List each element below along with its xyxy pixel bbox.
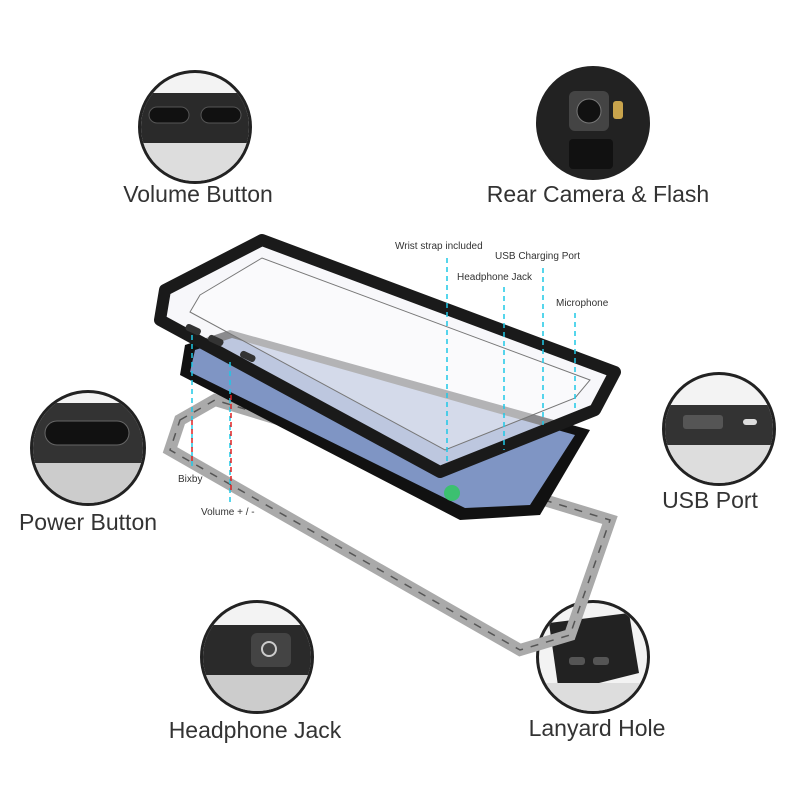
feature-label: Headphone Jack [168, 717, 342, 743]
usb-port-closeup-icon [662, 372, 776, 486]
power-button-closeup-icon [30, 390, 146, 506]
callout-volume: Volume + / - [201, 507, 255, 518]
rear-camera-closeup-icon [536, 66, 650, 180]
callout-bixby: Bixby [178, 474, 203, 485]
callout-headphone-jack: Headphone Jack [457, 272, 533, 283]
feature-label: Volume Button [123, 181, 273, 207]
callout-wrist-strap: Wrist strap included [395, 241, 483, 252]
feature-label: Rear Camera & Flash [486, 181, 710, 207]
volume-button-closeup-icon [138, 70, 252, 184]
feature-label: USB Port [662, 487, 758, 513]
callout-microphone: Microphone [556, 298, 609, 309]
feature-label: Power Button [18, 509, 158, 535]
feature-label: Lanyard Hole [528, 715, 666, 741]
callout-usb-charging-port: USB Charging Port [495, 251, 581, 262]
case-frame [154, 234, 621, 478]
headphone-jack-closeup-icon [200, 600, 314, 714]
